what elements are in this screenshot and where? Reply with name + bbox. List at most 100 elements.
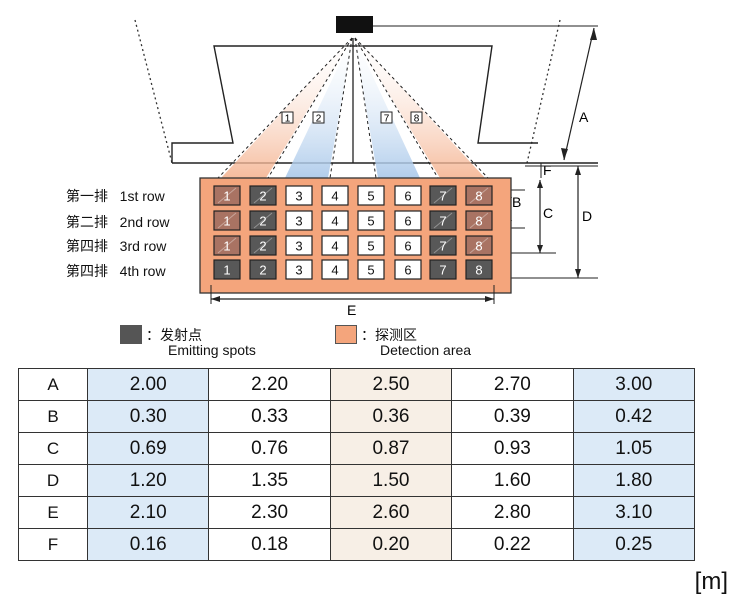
emitting-spot <box>213 235 241 256</box>
table-cell: 2.20 <box>208 368 331 401</box>
row-label-cn: 第二排 <box>66 214 108 230</box>
row-label-1: 第一排 1st row <box>66 186 165 206</box>
right-dotted-line <box>526 19 561 164</box>
emitting-spot-number: 5 <box>367 189 374 204</box>
dim-c-arrow-top <box>537 180 543 188</box>
emitting-spot <box>321 185 349 206</box>
beam-edge <box>217 37 353 179</box>
table-cell: 2.60 <box>329 496 453 529</box>
emitting-spot-number: 4 <box>331 214 338 229</box>
dim-b-letter: B <box>512 194 521 210</box>
emitting-spot <box>465 259 493 280</box>
dim-e-letter: E <box>347 302 356 318</box>
sensor-unit <box>336 16 373 33</box>
legend-emitting-en: Emitting spots <box>168 342 256 358</box>
table-cell: 0.42 <box>572 400 696 433</box>
spot-hatch <box>469 237 489 254</box>
emitting-spot <box>285 185 313 206</box>
sensor-label-text: 7 <box>384 114 390 125</box>
emitting-spot-number: 1 <box>223 189 230 204</box>
emitting-spot <box>394 259 422 280</box>
spot-hatch <box>433 212 453 229</box>
sensor-label-box <box>281 111 294 124</box>
sensor-label-box <box>312 111 325 124</box>
emitting-spot-number: 3 <box>295 189 302 204</box>
legend-detection-swatch <box>335 325 357 344</box>
dim-a-arrow-top <box>590 28 597 40</box>
row-label-en: 3rd row <box>119 238 167 254</box>
spot-hatch <box>217 187 237 204</box>
legend-emitting-swatch <box>120 325 142 344</box>
spot-hatch <box>217 237 237 254</box>
emitting-spot <box>249 259 277 280</box>
dim-e-arrow-right <box>485 296 494 302</box>
beam-orange-left <box>221 38 352 178</box>
emitting-spot <box>429 210 457 231</box>
table-row-label: A <box>18 368 88 401</box>
emitting-spot <box>285 210 313 231</box>
table-cell: 2.50 <box>329 368 453 401</box>
emitting-spot <box>394 210 422 231</box>
table-cell: 2.30 <box>208 496 331 529</box>
table-cell: 0.33 <box>208 400 331 433</box>
spot-hatch <box>253 237 273 254</box>
table-cell: 3.00 <box>572 368 696 401</box>
table-cell: 0.18 <box>208 528 331 561</box>
left-dotted-line <box>134 19 173 164</box>
emitting-spot-number: 1 <box>223 263 230 278</box>
emitting-spot <box>357 185 385 206</box>
emitting-spot-number: 8 <box>475 263 482 278</box>
table-row-label: E <box>18 496 88 529</box>
table-cell: 0.25 <box>572 528 696 561</box>
emitting-spot-number: 1 <box>223 214 230 229</box>
spot-hatch <box>253 187 273 204</box>
table-row-label: D <box>18 464 88 497</box>
table-cell: 1.05 <box>572 432 696 465</box>
emitting-spot-number: 5 <box>367 263 374 278</box>
table-cell: 0.76 <box>208 432 331 465</box>
spot-hatch <box>217 212 237 229</box>
emitting-spot <box>465 210 493 231</box>
emitting-spot <box>249 185 277 206</box>
row-label-en: 2nd row <box>119 214 170 230</box>
table-cell: 1.35 <box>208 464 331 497</box>
table-cell: 2.80 <box>451 496 574 529</box>
table-row-label: F <box>18 528 88 561</box>
beam-orange-right <box>355 38 485 178</box>
emitting-spot <box>394 185 422 206</box>
emitting-spot <box>465 235 493 256</box>
row-label-4: 第四排 4th row <box>66 261 166 281</box>
table-row-label: C <box>18 432 88 465</box>
table-cell: 2.10 <box>86 496 210 529</box>
emitting-spot-number: 4 <box>331 239 338 254</box>
table-cell: 0.16 <box>86 528 210 561</box>
table-cell: 0.36 <box>329 400 453 433</box>
emitting-spot-number: 5 <box>367 239 374 254</box>
door-frame <box>171 45 538 163</box>
emitting-spot-number: 2 <box>259 214 266 229</box>
emitting-spot <box>321 235 349 256</box>
beam-blue-right <box>354 38 420 178</box>
table-cell: 0.39 <box>451 400 574 433</box>
emitting-spot <box>249 235 277 256</box>
dim-a-line <box>563 27 595 161</box>
emitting-spot <box>213 185 241 206</box>
emitting-spot-number: 7 <box>439 189 446 204</box>
beam-edge <box>354 37 489 179</box>
table-cell: 0.20 <box>329 528 453 561</box>
row-label-cn: 第四排 <box>66 238 108 254</box>
dim-a-letter: A <box>579 109 589 125</box>
sensor-label-box <box>380 111 393 124</box>
sensor-label-text: 1 <box>285 114 291 125</box>
spot-hatch <box>469 187 489 204</box>
emitting-spot-number: 1 <box>223 239 230 254</box>
table-cell: 0.22 <box>451 528 574 561</box>
dim-d-letter: D <box>582 208 592 224</box>
emitting-spot-number: 7 <box>439 214 446 229</box>
